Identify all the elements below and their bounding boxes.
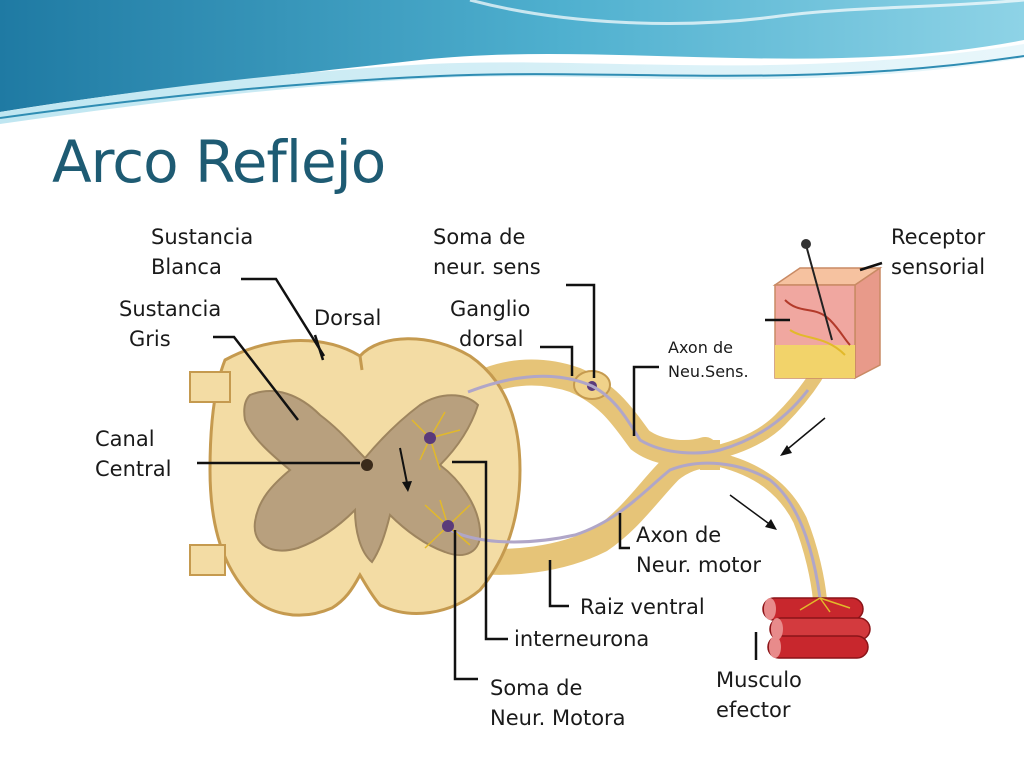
motor-neuron-soma (442, 520, 454, 532)
label-musculo-efector: Musculo efector (716, 668, 802, 722)
muscle-effector (762, 597, 871, 659)
label-dorsal: Dorsal (314, 306, 382, 330)
interneuron (411, 411, 461, 471)
label-interneurona: interneurona (514, 627, 650, 651)
label-sustancia-blanca: Sustancia Blanca (151, 225, 254, 279)
label-axon-neur-motor: Axon de Neur. motor (636, 523, 762, 577)
slide-title: Arco Reflejo (52, 128, 386, 196)
label-sustancia-gris: Sustancia Gris (119, 297, 222, 351)
label-receptor-sensorial: Receptor sensorial (891, 225, 986, 279)
label-canal-central: Canal Central (95, 427, 172, 481)
ventral-root (457, 442, 723, 575)
gray-matter (243, 390, 482, 564)
left-root-stub-upper (189, 371, 231, 403)
label-soma-neur-motora: Soma de Neur. Motora (490, 676, 626, 730)
label-soma-neur-sens: Soma de neur. sens (433, 225, 541, 279)
motor-neuron-dendrites (424, 499, 471, 549)
header-wave-decoration (0, 0, 1024, 124)
leader-lines (197, 261, 883, 681)
label-raiz-ventral: Raiz ventral (580, 595, 705, 619)
skin-receptor (772, 266, 883, 380)
left-root-stub-lower (189, 544, 226, 576)
central-canal (361, 459, 373, 471)
label-ganglio-dorsal: Ganglio dorsal (450, 297, 531, 351)
pin (805, 244, 833, 341)
label-axon-neu-sens: Axon de Neu.Sens. (668, 338, 749, 381)
